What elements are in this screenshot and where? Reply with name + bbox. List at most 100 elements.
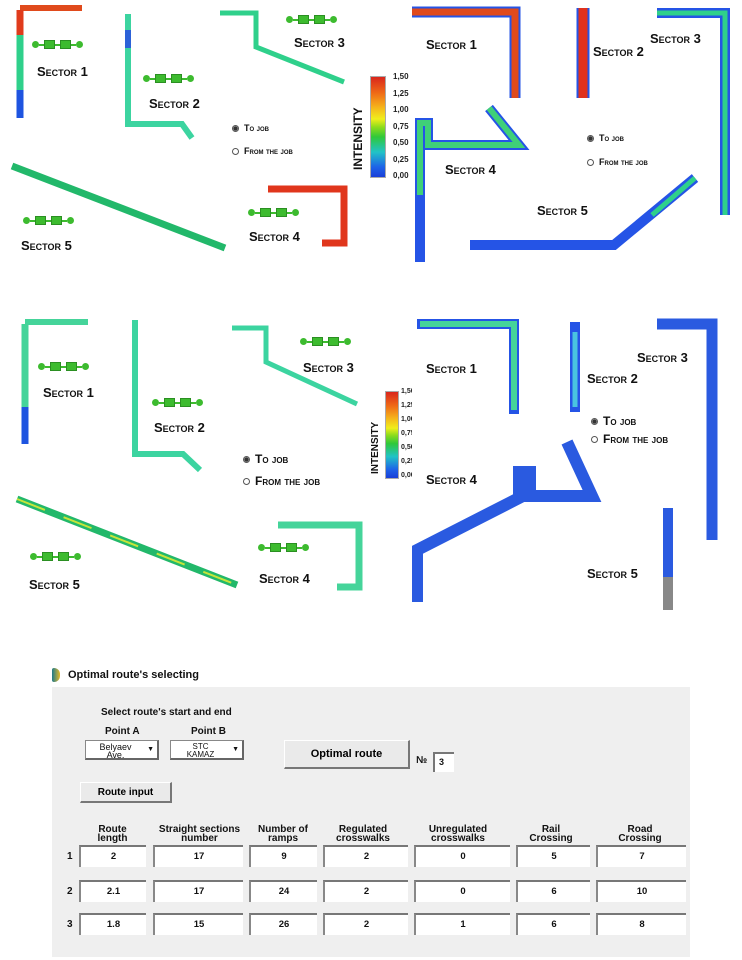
- radio-label: To job: [599, 133, 625, 143]
- sector-label: Sector 2: [593, 44, 644, 59]
- route-chain: [143, 74, 194, 83]
- route-chain: [30, 552, 81, 561]
- route-input-button[interactable]: Route input: [80, 782, 172, 803]
- route-chain: [23, 216, 74, 225]
- map-top-left: Sector 1 Sector 2 Sector 3 Sector 4 Sect…: [0, 0, 371, 262]
- radio-unselected-icon: [591, 435, 598, 443]
- table-cell[interactable]: 6: [516, 913, 590, 935]
- table-cell[interactable]: 5: [516, 845, 590, 867]
- route-heatmap: [15, 319, 363, 591]
- sector-label: Sector 5: [29, 577, 80, 592]
- table-cell[interactable]: 2: [323, 913, 408, 935]
- route-chain: [258, 543, 309, 552]
- sector-label: Sector 1: [426, 361, 477, 376]
- radio-selected-icon: [587, 134, 594, 142]
- table-cell[interactable]: 17: [153, 845, 243, 867]
- sector-label: Sector 3: [637, 350, 688, 365]
- sector-label: Sector 4: [259, 571, 310, 586]
- table-cell[interactable]: 2: [79, 845, 146, 867]
- sector-label: Sector 5: [21, 238, 72, 253]
- table-cell[interactable]: 1.8: [79, 913, 146, 935]
- table-cell[interactable]: 2: [323, 845, 408, 867]
- radio-to-job[interactable]: To job: [243, 452, 288, 466]
- legend-tick: 0,25: [393, 155, 409, 164]
- table-cell[interactable]: 17: [153, 880, 243, 902]
- radio-selected-icon: [232, 124, 239, 132]
- table-cell[interactable]: 0: [414, 845, 510, 867]
- map-bottom-right: Sector 1 Sector 2 Sector 3 Sector 4 Sect…: [412, 312, 742, 612]
- legend-tick: 0,75: [393, 122, 409, 131]
- sector-label: Sector 3: [303, 360, 354, 375]
- legend-tick: 0,75: [401, 430, 415, 437]
- table-cell[interactable]: 6: [516, 880, 590, 902]
- select-route-label: Select route's start and end: [101, 707, 232, 718]
- row-number: 1: [67, 851, 73, 862]
- route-chain: [300, 337, 351, 346]
- radio-to-job[interactable]: To job: [232, 123, 269, 133]
- legend-tick: 0,25: [401, 458, 415, 465]
- intensity-legend: INTENSITY 1,50 1,25 1,00 0,75 0,50 0,25 …: [350, 70, 410, 185]
- route-chain: [32, 40, 83, 49]
- radio-from-job[interactable]: From the job: [591, 432, 668, 446]
- chevron-down-icon: ▼: [147, 746, 154, 753]
- sector-label: Sector 2: [154, 420, 205, 435]
- sector-label: Sector 5: [537, 203, 588, 218]
- radio-to-job[interactable]: To job: [591, 414, 636, 428]
- table-cell[interactable]: 2: [323, 880, 408, 902]
- table-cell[interactable]: 10: [596, 880, 686, 902]
- legend-colorbar: [385, 391, 399, 479]
- legend-tick: 1,00: [401, 416, 415, 423]
- radio-from-job[interactable]: From the job: [587, 157, 648, 167]
- legend-colorbar: [370, 76, 386, 178]
- sector-label: Sector 2: [587, 371, 638, 386]
- row-number: 3: [67, 919, 73, 930]
- radio-from-job[interactable]: From the job: [232, 146, 293, 156]
- dialog-panel: [52, 687, 690, 957]
- table-cell[interactable]: 26: [249, 913, 317, 935]
- radio-label: From the job: [255, 474, 321, 488]
- radio-unselected-icon: [587, 158, 594, 166]
- legend-tick: 1,50: [393, 72, 409, 81]
- radio-to-job[interactable]: To job: [587, 133, 624, 143]
- route-chain: [38, 362, 89, 371]
- radio-label: From the job: [603, 432, 669, 446]
- radio-from-job[interactable]: From the job: [243, 474, 320, 488]
- legend-tick: 1,50: [401, 388, 415, 395]
- sector-label: Sector 1: [43, 385, 94, 400]
- radio-label: To job: [603, 414, 637, 428]
- table-cell[interactable]: 2.1: [79, 880, 146, 902]
- route-heatmap: [412, 318, 718, 610]
- legend-title: INTENSITY: [370, 421, 381, 474]
- sector-label: Sector 5: [587, 566, 638, 581]
- chevron-down-icon: ▼: [232, 746, 239, 753]
- optimal-route-button[interactable]: Optimal route: [284, 740, 410, 769]
- table-cell[interactable]: 1: [414, 913, 510, 935]
- route-number-field[interactable]: 3: [433, 752, 454, 772]
- legend-tick: 1,25: [393, 89, 409, 98]
- dialog-title: Optimal route's selecting: [68, 669, 199, 681]
- sector-label: Sector 3: [294, 35, 345, 50]
- number-label: №: [416, 755, 428, 766]
- radio-selected-icon: [591, 417, 598, 425]
- legend-tick: 0,00: [393, 171, 409, 180]
- table-cell[interactable]: 24: [249, 880, 317, 902]
- radio-unselected-icon: [243, 477, 250, 485]
- sector-label: Sector 1: [426, 37, 477, 52]
- table-cell[interactable]: 8: [596, 913, 686, 935]
- table-cell[interactable]: 9: [249, 845, 317, 867]
- radio-label: From the job: [244, 146, 293, 156]
- radio-label: From the job: [599, 157, 648, 167]
- table-cell[interactable]: 0: [414, 880, 510, 902]
- table-cell[interactable]: 15: [153, 913, 243, 935]
- route-chain: [248, 208, 299, 217]
- table-cell[interactable]: 7: [596, 845, 686, 867]
